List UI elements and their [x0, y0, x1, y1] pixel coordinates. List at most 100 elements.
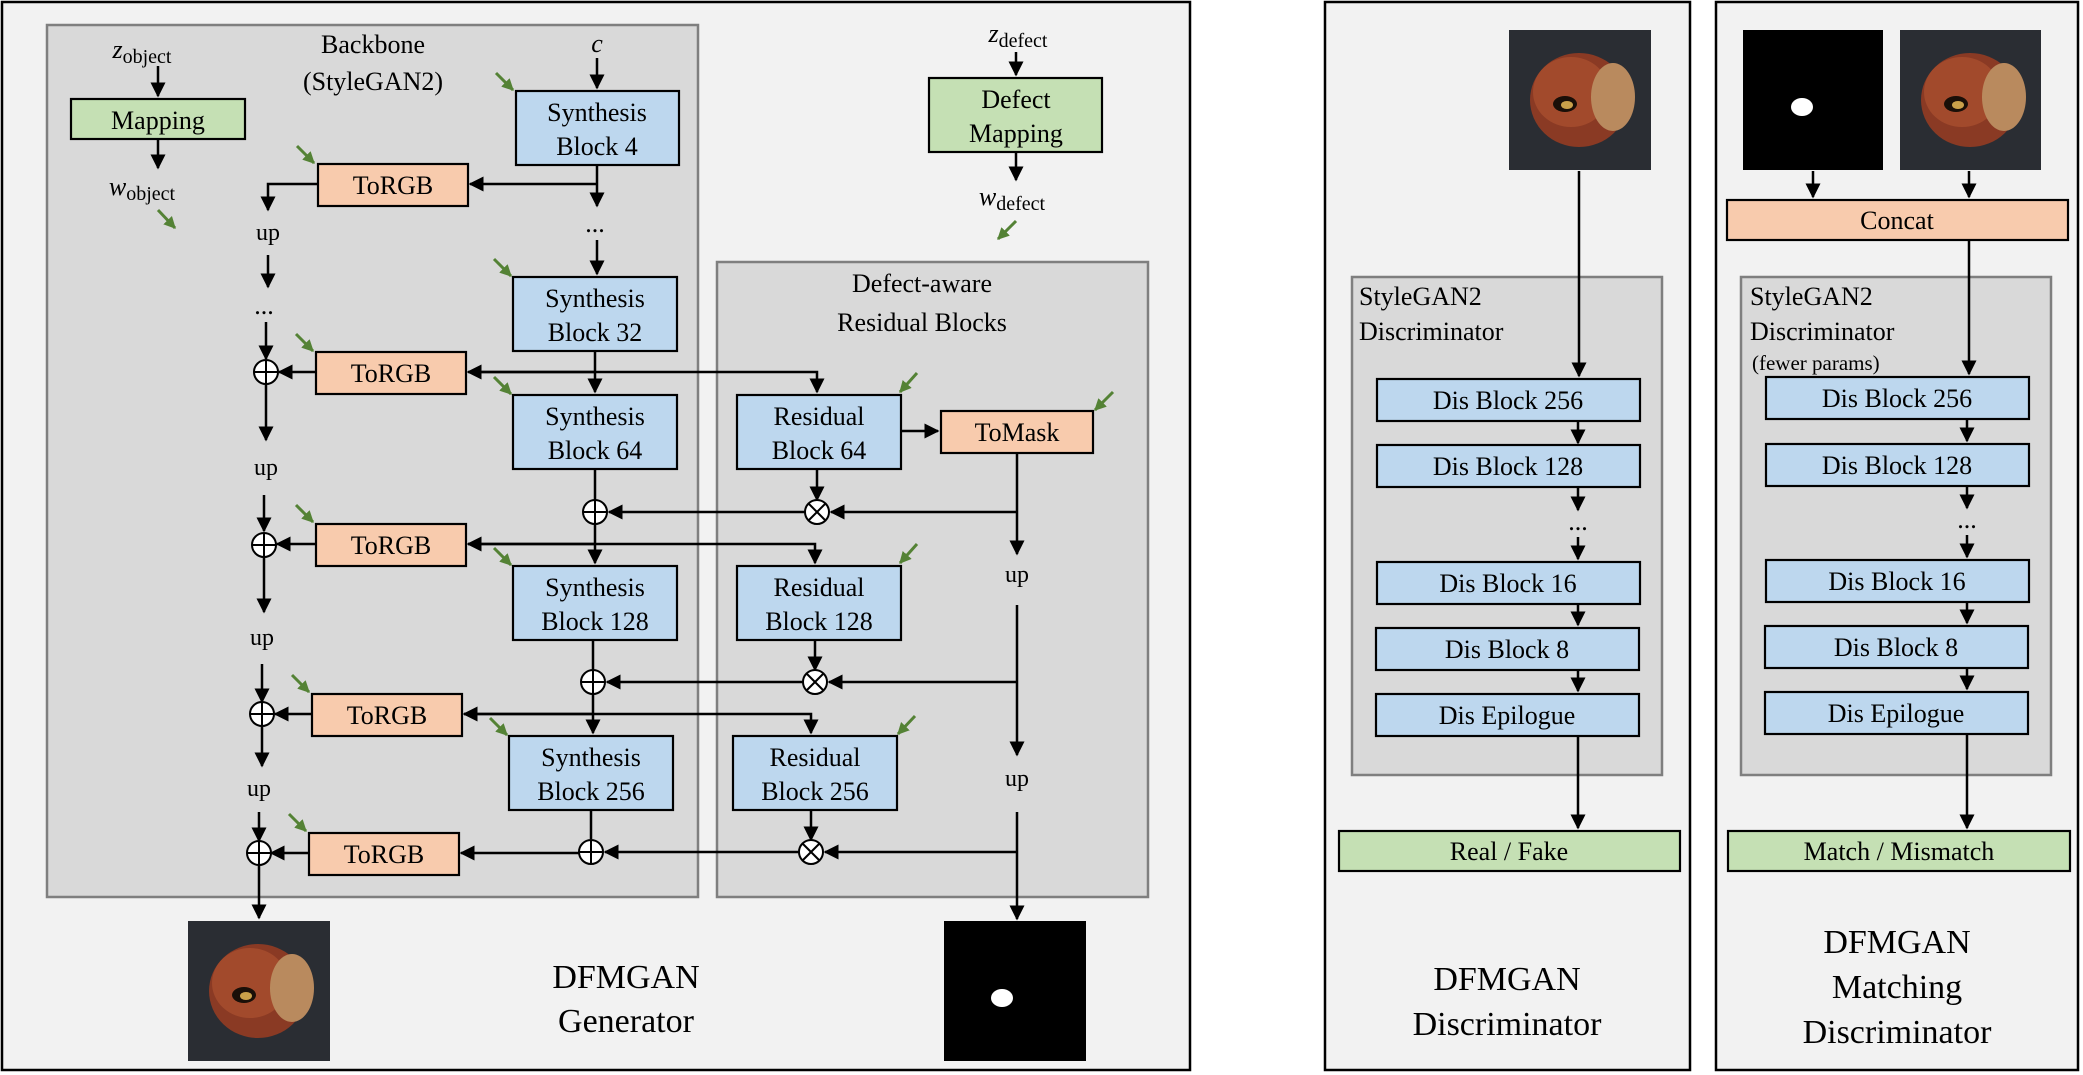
mask-multiply-op-64	[804, 499, 830, 525]
svg-text:Dis Block 8: Dis Block 8	[1834, 633, 1958, 662]
c-label: c	[591, 29, 603, 58]
svg-text:Dis Block 16: Dis Block 16	[1439, 569, 1576, 598]
svg-text:ToRGB: ToRGB	[344, 840, 425, 869]
matching-caption-line2: Matching	[1832, 969, 1962, 1006]
svg-text:Block 128: Block 128	[541, 607, 649, 636]
svg-text:Block 256: Block 256	[761, 777, 869, 806]
matching-caption-line3: Discriminator	[1803, 1014, 1993, 1051]
rgb-ellipsis: ...	[254, 291, 274, 320]
residual-title-line1: Defect-aware	[852, 269, 992, 298]
rgb-add-op-256	[249, 701, 275, 727]
svg-text:Block 64: Block 64	[772, 436, 867, 465]
svg-text:Dis Epilogue: Dis Epilogue	[1828, 699, 1965, 728]
discriminator-region-title-line2: Discriminator	[1359, 317, 1504, 346]
concat-block: Concat	[1725, 198, 2070, 242]
rgb-up-label-2: up	[254, 455, 278, 481]
svg-text:Dis Epilogue: Dis Epilogue	[1439, 701, 1576, 730]
feature-add-op-128	[580, 669, 606, 695]
feature-add-op-64	[582, 499, 608, 525]
mask-multiply-op-256	[798, 839, 824, 865]
synthesis-block-32: Synthesis Block 32	[511, 275, 679, 353]
backbone-title-line2: (StyleGAN2)	[303, 67, 443, 96]
match-mismatch-output: Match / Mismatch	[1726, 829, 2072, 873]
svg-text:Dis Block 8: Dis Block 8	[1445, 635, 1569, 664]
svg-text:Block 64: Block 64	[548, 436, 643, 465]
torgb-block-final: ToRGB	[307, 831, 461, 877]
svg-text:Synthesis: Synthesis	[547, 98, 647, 127]
svg-text:Dis Block 256: Dis Block 256	[1433, 386, 1583, 415]
torgb-block-64: ToRGB	[314, 350, 468, 396]
z-object-label: zobject	[112, 35, 172, 68]
discriminator-region-title-line1: StyleGAN2	[1359, 282, 1482, 311]
matching-region-title-line1: StyleGAN2	[1750, 282, 1873, 311]
discriminator-region	[1350, 275, 1664, 777]
tomask-block: ToMask	[939, 409, 1095, 455]
synthesis-block-4: Synthesis Block 4	[514, 89, 681, 167]
synthesis-block-128: Synthesis Block 128	[511, 564, 679, 642]
svg-text:Block 32: Block 32	[548, 318, 643, 347]
generator-caption-line1: DFMGAN	[552, 959, 699, 996]
svg-text:ToRGB: ToRGB	[347, 701, 428, 730]
svg-text:ToMask: ToMask	[975, 418, 1060, 447]
svg-text:Residual: Residual	[774, 402, 865, 431]
residual-title-line2: Residual Blocks	[837, 308, 1007, 337]
matching-caption-line1: DFMGAN	[1823, 924, 1970, 961]
matching-input-image	[1900, 30, 2041, 170]
residual-block-128: Residual Block 128	[735, 564, 903, 642]
rgb-add-op-final	[246, 840, 272, 866]
discriminator-input-image	[1509, 30, 1651, 170]
matching-dis-ellipsis: ...	[1957, 505, 1977, 534]
matching-input-mask	[1743, 30, 1883, 170]
dis-ellipsis: ...	[1568, 507, 1588, 536]
mapping-label: Mapping	[111, 106, 205, 135]
real-fake-output: Real / Fake	[1337, 829, 1682, 873]
dis-block-16: Dis Block 16	[1375, 560, 1642, 606]
svg-text:Residual: Residual	[774, 573, 865, 602]
svg-text:ToRGB: ToRGB	[353, 171, 434, 200]
dis-block-128: Dis Block 128	[1375, 443, 1642, 489]
generator-caption-line2: Generator	[558, 1003, 695, 1040]
generated-mask	[944, 921, 1086, 1061]
matching-dis-block-16: Dis Block 16	[1764, 558, 2031, 604]
w-defect-label: wdefect	[979, 182, 1046, 215]
feature-add-op-256	[578, 839, 604, 865]
svg-text:Block 128: Block 128	[765, 607, 873, 636]
rgb-up-label-4: up	[247, 776, 271, 802]
svg-text:Dis Block 128: Dis Block 128	[1433, 452, 1583, 481]
residual-block-256: Residual Block 256	[731, 734, 899, 812]
rgb-up-label-3: up	[250, 625, 274, 651]
matching-dis-epilogue: Dis Epilogue	[1763, 690, 2030, 736]
torgb-block-128: ToRGB	[314, 522, 468, 568]
matching-region-title-line2: Discriminator	[1750, 317, 1895, 346]
svg-text:Mapping: Mapping	[969, 119, 1063, 148]
svg-text:Match / Mismatch: Match / Mismatch	[1804, 837, 1995, 866]
svg-text:Dis Block 256: Dis Block 256	[1822, 384, 1972, 413]
w-object-label: wobject	[109, 172, 176, 205]
svg-text:Dis Block 16: Dis Block 16	[1828, 567, 1965, 596]
residual-block-64: Residual Block 64	[735, 393, 903, 471]
svg-text:ToRGB: ToRGB	[351, 359, 432, 388]
svg-text:Synthesis: Synthesis	[541, 743, 641, 772]
matching-dis-block-256: Dis Block 256	[1764, 375, 2031, 421]
discriminator-caption-line1: DFMGAN	[1433, 961, 1580, 998]
svg-text:ToRGB: ToRGB	[351, 531, 432, 560]
matching-region-note: (fewer params)	[1752, 351, 1880, 375]
generated-image	[188, 921, 330, 1061]
mask-up-label-2: up	[1005, 766, 1029, 792]
svg-text:Dis Block 128: Dis Block 128	[1822, 451, 1972, 480]
matching-dis-block-128: Dis Block 128	[1764, 442, 2031, 488]
rgb-up-label-1: up	[256, 220, 280, 246]
svg-text:Synthesis: Synthesis	[545, 284, 645, 313]
matching-dis-block-8: Dis Block 8	[1763, 624, 2030, 670]
style-input-arrows	[287, 71, 1115, 833]
svg-text:Block 4: Block 4	[556, 132, 638, 161]
mask-multiply-op-128	[802, 669, 828, 695]
dis-epilogue: Dis Epilogue	[1374, 692, 1641, 738]
discriminator-caption-line2: Discriminator	[1413, 1006, 1603, 1043]
dis-block-256: Dis Block 256	[1375, 377, 1642, 423]
torgb-block-4: ToRGB	[316, 162, 470, 208]
defect-mapping-block: Defect Mapping	[927, 76, 1104, 154]
dis-block-8: Dis Block 8	[1374, 626, 1641, 672]
synthesis-ellipsis: ...	[585, 209, 605, 238]
